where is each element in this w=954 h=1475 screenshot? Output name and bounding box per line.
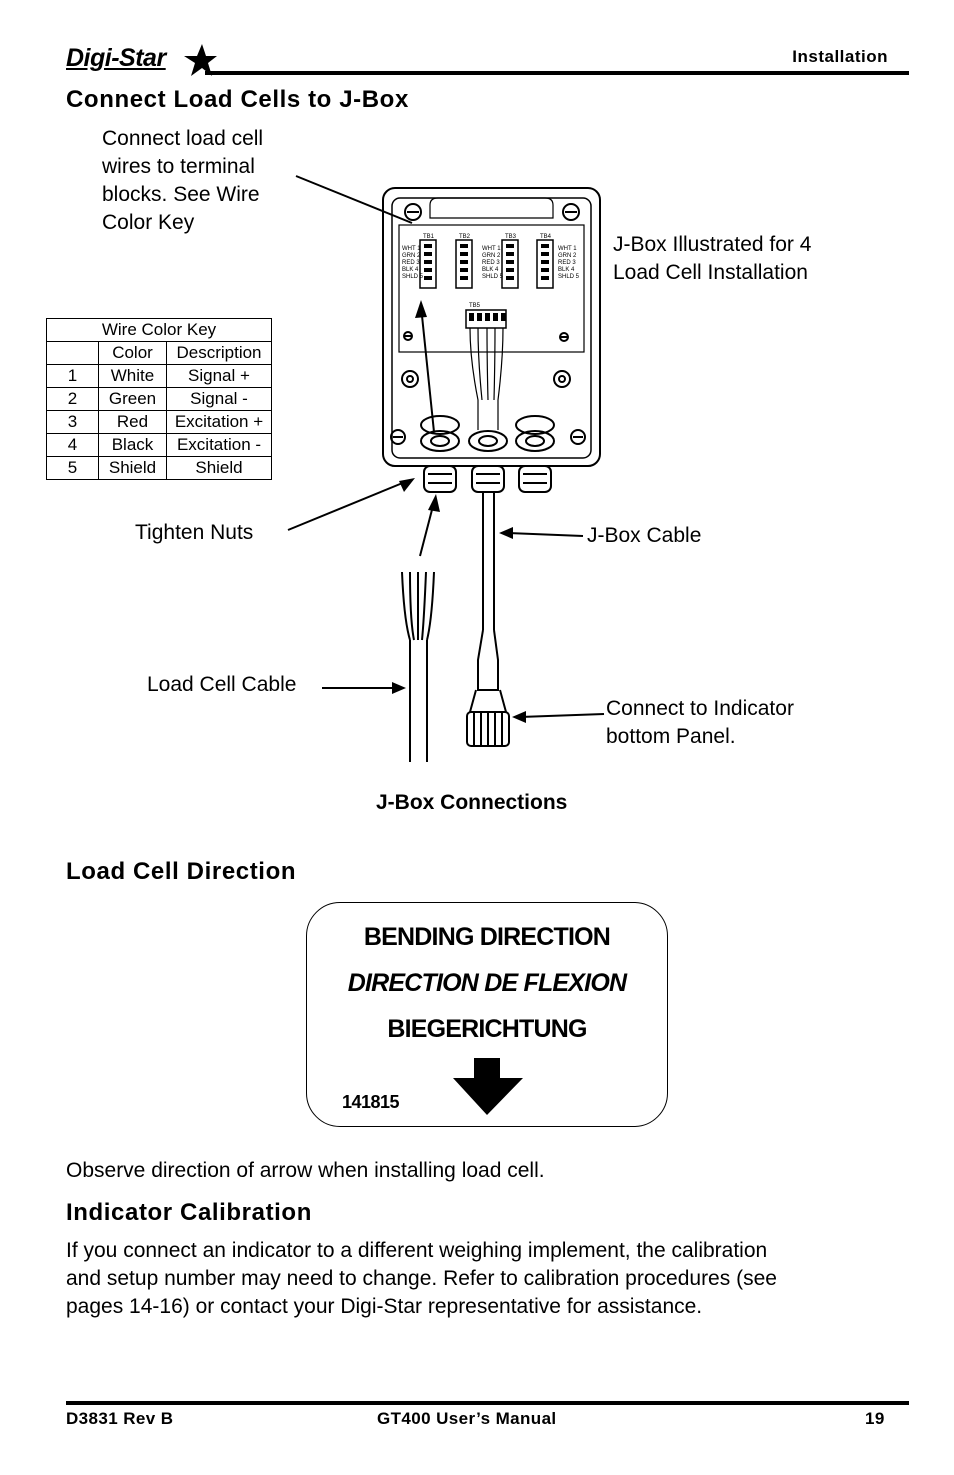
down-arrow-icon xyxy=(453,1058,523,1115)
callout-connect-indicator: Connect to Indicator bottom Panel. xyxy=(606,695,794,751)
connect-section-title: Connect Load Cells to J-Box xyxy=(66,86,409,113)
callout-line: Color Key xyxy=(102,211,195,234)
callout-tighten-nuts: Tighten Nuts xyxy=(135,521,254,544)
footer-manual-title: GT400 User’s Manual xyxy=(377,1409,557,1428)
direction-note: Observe direction of arrow when installi… xyxy=(66,1159,545,1182)
callout-line: blocks. See Wire xyxy=(102,183,260,206)
wire-label: SHLD 5 xyxy=(402,274,424,280)
sticker-line-en: BENDING DIRECTION xyxy=(363,923,611,951)
table-cell: Black xyxy=(98,433,167,457)
calibration-section-title: Indicator Calibration xyxy=(66,1199,312,1226)
header-cell: Description xyxy=(166,341,272,365)
callout-line: wires to terminal xyxy=(102,155,255,178)
wire-label: WHT 1 xyxy=(482,246,501,252)
jbox-enclosure xyxy=(382,187,601,467)
wire-color-key-table: Wire Color Key Color Description 1 White… xyxy=(46,318,272,480)
sticker-part-number: 141815 xyxy=(342,1092,400,1112)
sticker-line-de: BIEGERICHTUNG xyxy=(387,1015,587,1043)
wire-label: RED 3 xyxy=(402,260,420,266)
table-cell: Signal - xyxy=(166,387,272,411)
footer-doc-id: D3831 Rev B xyxy=(66,1409,174,1428)
table-cell: Shield xyxy=(98,456,167,480)
callout-line: Connect load cell xyxy=(102,127,264,150)
page-number: 19 xyxy=(865,1409,885,1428)
callout-line: bottom Panel. xyxy=(606,725,736,748)
footer-rule xyxy=(66,1401,909,1405)
callout-terminal-blocks: Connect load cell wires to terminal bloc… xyxy=(102,125,263,237)
table-header-row: Color Description xyxy=(46,341,272,365)
tb-label: TB2 xyxy=(459,234,471,240)
tb-label: TB1 xyxy=(423,234,435,240)
tb-label: TB4 xyxy=(540,234,552,240)
header-cell: Color xyxy=(98,341,167,365)
table-row: 1 White Signal + xyxy=(46,364,272,388)
logo-star-icon xyxy=(184,44,217,76)
tb-label: TB5 xyxy=(469,303,481,309)
table-cell: Excitation + xyxy=(166,410,272,434)
wire-label: RED 3 xyxy=(482,260,500,266)
wire-label: GRN 2 xyxy=(402,253,421,259)
section-name: Installation xyxy=(792,47,888,66)
wire-label: WHT 1 xyxy=(402,246,421,252)
table-cell: Signal + xyxy=(166,364,272,388)
table-cell: Shield xyxy=(166,456,272,480)
table-cell: White xyxy=(98,364,167,388)
wire-label: SHLD 5 xyxy=(482,274,504,280)
paragraph-line: pages 14-16) or contact your Digi-Star r… xyxy=(66,1295,703,1318)
paragraph-line: If you connect an indicator to a differe… xyxy=(66,1239,768,1262)
sticker-line-fr: DIRECTION DE FLEXION xyxy=(347,969,627,997)
figure-caption: J-Box Connections xyxy=(376,791,568,814)
wire-label: WHT 1 xyxy=(558,246,577,252)
table-cell: 2 xyxy=(46,387,99,411)
wire-label: BLK 4 xyxy=(558,267,575,273)
table-row: 2 Green Signal - xyxy=(46,387,272,411)
paragraph-line: and setup number may need to change. Ref… xyxy=(66,1267,777,1290)
callout-line: J-Box Illustrated for 4 xyxy=(613,233,812,256)
logo-text: Digi-Star xyxy=(66,44,166,72)
header-rule xyxy=(205,71,909,75)
header-cell xyxy=(46,341,99,365)
bending-direction-sticker: BENDING DIRECTION DIRECTION DE FLEXION B… xyxy=(306,902,668,1127)
table-cell: Red xyxy=(98,410,167,434)
table-cell: 3 xyxy=(46,410,99,434)
table-row: 5 Shield Shield xyxy=(46,456,272,480)
wire-label: BLK 4 xyxy=(482,267,499,273)
table-row: 3 Red Excitation + xyxy=(46,410,272,434)
table-cell: Excitation - xyxy=(166,433,272,457)
digi-star-logo: Digi-Star xyxy=(66,44,166,73)
tb-label: TB3 xyxy=(505,234,517,240)
direction-section-title: Load Cell Direction xyxy=(66,858,297,885)
table-cell: 1 xyxy=(46,364,99,388)
callout-jbox-cable: J-Box Cable xyxy=(587,524,702,547)
wire-label: GRN 2 xyxy=(482,253,501,259)
table-row: 4 Black Excitation - xyxy=(46,433,272,457)
callout-line: Load Cell Installation xyxy=(613,261,808,284)
callout-load-cell-cable: Load Cell Cable xyxy=(147,673,297,696)
wire-label: GRN 2 xyxy=(558,253,577,259)
wire-label: BLK 4 xyxy=(402,267,419,273)
wire-label: RED 3 xyxy=(558,260,576,266)
callout-jbox-illustrated: J-Box Illustrated for 4 Load Cell Instal… xyxy=(613,231,811,287)
wire-label: SHLD 5 xyxy=(558,274,580,280)
calibration-paragraph: If you connect an indicator to a differe… xyxy=(66,1237,909,1321)
callout-line: Connect to Indicator xyxy=(606,697,794,720)
jbox-diagram: TB1 TB2 TB3 TB4 TB5 WHT 1 GRN 2 RED 3 BL… xyxy=(287,175,605,762)
wire-key-title: Wire Color Key xyxy=(46,318,272,342)
